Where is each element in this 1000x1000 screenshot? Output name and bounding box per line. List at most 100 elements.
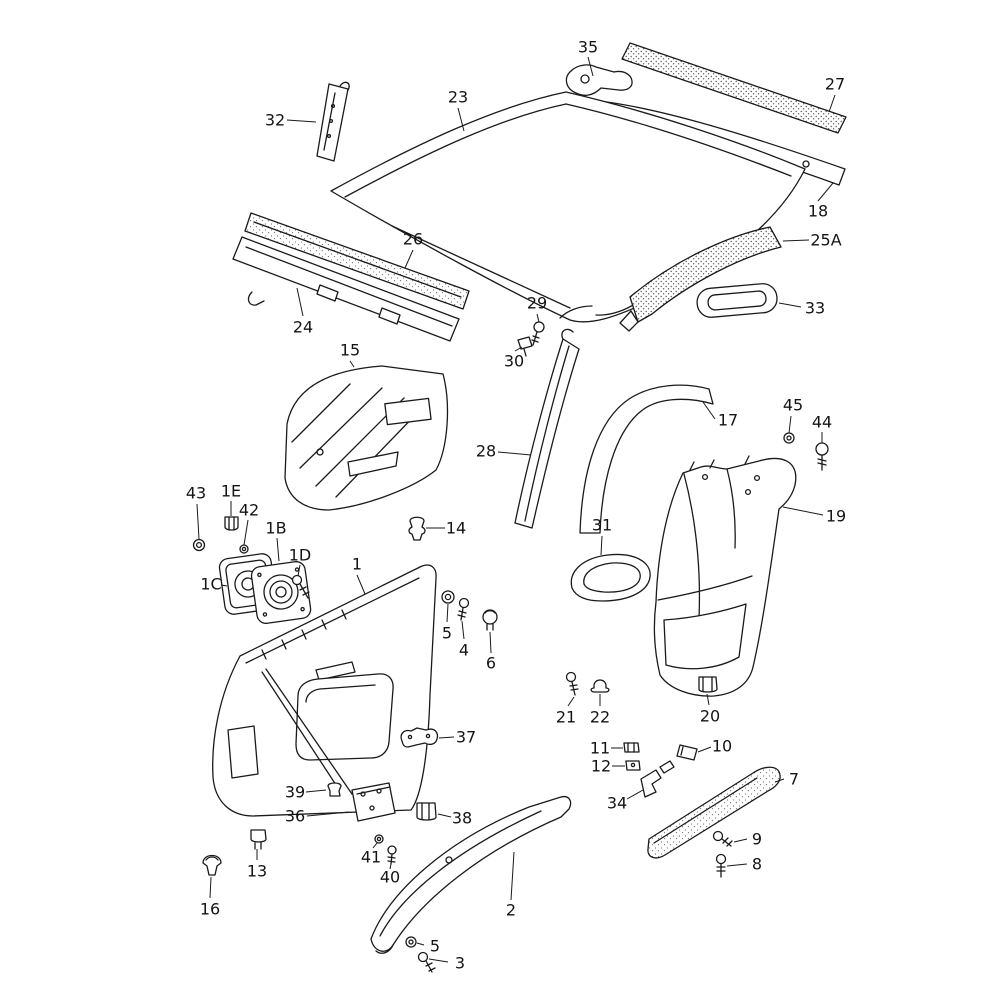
leader-line-4-27 <box>461 620 465 640</box>
part-label-20-31: 20 <box>700 707 720 726</box>
part-label-18-4: 18 <box>808 202 828 221</box>
leader-line-1-23 <box>356 574 366 595</box>
part-label-43-16: 43 <box>186 484 206 503</box>
part-clip-13 <box>250 829 267 850</box>
leader-line-29-8 <box>536 313 540 323</box>
part-label-3-49: 3 <box>455 954 465 973</box>
part-door-panel-1 <box>212 564 437 817</box>
part-washer-42 <box>239 544 249 554</box>
part-washer-45 <box>783 432 795 444</box>
leader-line-38-40 <box>437 813 452 818</box>
leader-line-3-49 <box>428 958 449 963</box>
part-washer-5b <box>405 936 417 948</box>
part-grommet-6 <box>482 609 498 631</box>
part-quarter-glass-15 <box>284 365 449 511</box>
part-speaker-grille-1b <box>250 561 312 624</box>
part-clip-11 <box>623 742 640 753</box>
part-screw-40 <box>387 845 397 865</box>
part-bracket-37 <box>400 727 439 748</box>
part-trim-strip-24 <box>232 236 460 342</box>
part-clip-38 <box>416 802 437 821</box>
leader-line-7-36 <box>774 778 785 783</box>
part-label-23-3: 23 <box>448 88 468 107</box>
part-label-26-5: 26 <box>403 230 423 249</box>
part-label-24-7: 24 <box>293 318 313 337</box>
part-b-pillar-trim-28 <box>514 328 580 529</box>
art-layer <box>192 42 847 973</box>
leader-line-17-13 <box>702 401 716 420</box>
part-label-2-47: 2 <box>506 901 516 920</box>
part-label-8-44: 8 <box>752 855 762 874</box>
part-label-19-25: 19 <box>826 507 846 526</box>
part-label-5-48: 5 <box>430 937 440 956</box>
leader-line-42-18 <box>243 519 249 546</box>
part-screw-1d <box>291 574 310 599</box>
leader-line-6-28 <box>489 631 492 654</box>
leader-line-45-14 <box>788 415 792 434</box>
part-plug-16 <box>202 854 222 876</box>
part-label-1D-21: 1D <box>289 546 312 565</box>
leader-line-1B-19 <box>276 537 280 562</box>
leader-line-16-45 <box>209 876 212 899</box>
part-screw-21 <box>565 671 579 696</box>
part-grab-handle-33 <box>696 283 778 318</box>
part-clip-30 <box>517 336 533 357</box>
part-screw-29 <box>531 321 545 346</box>
leader-line-5-48 <box>416 942 425 946</box>
part-clip-12 <box>625 760 641 771</box>
leader-line-24-7 <box>296 287 304 317</box>
part-label-44-15: 44 <box>812 413 832 432</box>
leader-line-41-43 <box>372 842 378 849</box>
leader-line-10-34 <box>697 746 712 753</box>
leader-line-1D-21 <box>297 564 301 577</box>
leader-line-26-5 <box>404 249 414 269</box>
part-quarter-panel-trim-19 <box>653 455 797 697</box>
part-label-15-11: 15 <box>340 341 360 360</box>
part-label-6-28: 6 <box>486 654 496 673</box>
leader-line-15-11 <box>349 360 355 368</box>
part-label-37-35: 37 <box>456 728 476 747</box>
leader-line-8-44 <box>726 863 748 867</box>
part-label-7-36: 7 <box>789 770 799 789</box>
part-label-14-22: 14 <box>446 519 466 538</box>
part-rear-trim-pad-25a <box>619 226 782 332</box>
part-label-34-37: 34 <box>607 794 627 813</box>
leader-line-30-9 <box>514 346 523 352</box>
part-label-1-23: 1 <box>352 555 362 574</box>
part-clip-1e <box>224 516 239 531</box>
part-label-40-46: 40 <box>380 868 400 887</box>
leader-line-35-0 <box>587 56 594 77</box>
leader-line-19-25 <box>782 506 824 516</box>
part-label-25A-6: 25A <box>810 231 841 250</box>
part-washer-41 <box>374 834 384 844</box>
part-screw-44 <box>815 442 829 471</box>
leader-line-37-35 <box>438 736 455 739</box>
part-clip-20 <box>698 676 718 693</box>
part-label-17-13: 17 <box>718 411 738 430</box>
leader-line-43-16 <box>196 503 200 540</box>
part-header-strip-27 <box>621 42 847 134</box>
part-label-41-43: 41 <box>361 848 381 867</box>
part-label-29-8: 29 <box>527 294 547 313</box>
leader-line-36-39 <box>306 811 350 817</box>
leader-line-1C-20 <box>220 584 228 587</box>
part-bracket-34 <box>640 760 675 798</box>
leader-line-39-38 <box>305 789 327 793</box>
part-label-32-2: 32 <box>265 111 285 130</box>
leader-line-40-46 <box>389 863 392 870</box>
part-trim-strip-26 <box>244 212 470 310</box>
part-label-22-30: 22 <box>590 708 610 727</box>
leader-line-34-37 <box>626 789 644 800</box>
part-mounting-plate-36 <box>351 782 396 822</box>
part-label-33-10: 33 <box>805 299 825 318</box>
leader-line-5-26 <box>446 603 449 623</box>
part-label-45-14: 45 <box>783 396 803 415</box>
part-label-42-18: 42 <box>239 501 259 520</box>
part-label-12-33: 12 <box>591 757 611 776</box>
leader-line-31-24 <box>600 535 603 556</box>
part-sill-trim-7 <box>647 766 781 859</box>
part-label-4-27: 4 <box>459 641 469 660</box>
leader-line-20-31 <box>706 693 710 706</box>
